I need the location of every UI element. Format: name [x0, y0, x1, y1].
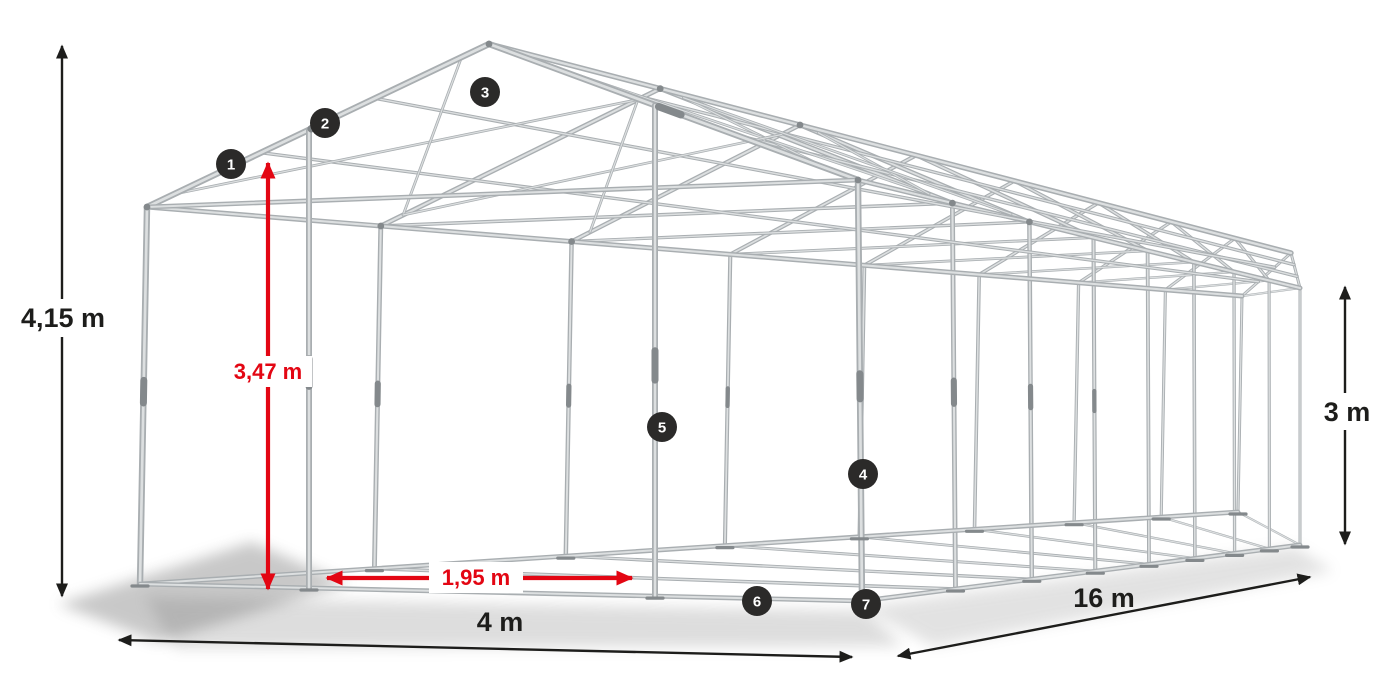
joint-connector	[377, 222, 385, 230]
eave-tie-hl	[1241, 287, 1301, 297]
length-arrow	[896, 573, 1312, 660]
total-height-label-bg	[14, 299, 112, 337]
joint-connector	[143, 203, 151, 211]
left-post-hl	[1237, 295, 1243, 513]
eave-tie-hl	[570, 221, 1031, 243]
callout-badge-7[interactable]: 7	[851, 589, 881, 619]
callout-badge-number: 4	[859, 467, 868, 484]
callout-badge-6[interactable]: 6	[742, 586, 772, 616]
shadow-front-left	[58, 542, 348, 642]
callout-badge-number: 3	[481, 85, 489, 102]
dimension-annotations: 4,15 m 3,47 m 1,95 m 3 m 4 m 16 m	[14, 44, 1375, 663]
right-eave-purlin-hl	[856, 178, 1302, 290]
right-post-hl	[1193, 261, 1196, 560]
callout-badge-circle[interactable]	[310, 108, 340, 138]
ridge-beam-hl	[487, 42, 1293, 255]
joint-connector	[854, 176, 862, 184]
right-post-hl	[1233, 271, 1236, 555]
left-rafter-hl	[379, 87, 662, 228]
ground-tie-hl	[565, 555, 1033, 580]
right-rafter-hl	[915, 154, 1095, 239]
callout-badge-5[interactable]: 5	[647, 412, 677, 442]
right-rafter-hl	[1234, 237, 1270, 282]
callout-badges: 1 2 3 4 5 6 7	[216, 77, 881, 619]
roof-brace-hl	[589, 98, 639, 233]
callout-badge-circle[interactable]	[647, 412, 677, 442]
left-eave-purlin-hl	[145, 205, 1244, 298]
left-post-hl	[1160, 289, 1167, 518]
left-rafter-hl	[863, 180, 1016, 267]
callout-badge-circle[interactable]	[851, 589, 881, 619]
entrance-width-label: 1,95 m	[442, 565, 511, 590]
eave-tie-hl	[1077, 271, 1235, 284]
callout-badge-circle[interactable]	[470, 77, 500, 107]
roof-brace-hl	[682, 97, 1012, 215]
joint-connector	[949, 199, 956, 207]
clearance-height-label-bg	[224, 356, 312, 387]
left-post-hl	[1073, 282, 1080, 524]
callout-badge-circle[interactable]	[742, 586, 772, 616]
roof-brace-hl	[817, 132, 930, 195]
shadow-front	[145, 597, 903, 648]
total-height-label: 4,15 m	[21, 303, 105, 333]
callout-badge-2[interactable]: 2	[310, 108, 340, 138]
roof-brace-hl	[173, 98, 639, 195]
callout-badge-number: 7	[862, 597, 870, 614]
joint-connector	[656, 85, 664, 92]
left-ground-sill-hl	[139, 511, 1239, 585]
eave-tie-hl	[978, 261, 1195, 276]
ground-tie-hl	[1073, 522, 1236, 555]
callout-badge-number: 5	[658, 420, 666, 437]
eave-tie-hl	[863, 250, 1149, 266]
joint-connector	[485, 40, 493, 48]
right-post-hl	[1146, 250, 1150, 566]
callout-badge-circle[interactable]	[216, 149, 246, 179]
callout-badge-4[interactable]: 4	[848, 459, 878, 489]
right-rafter-hl	[1097, 202, 1195, 263]
roof-brace-hl	[402, 56, 463, 216]
callout-badge-circle[interactable]	[848, 459, 878, 489]
entrance-width-label-bg	[429, 562, 523, 593]
callout-badge-1[interactable]: 1	[216, 149, 246, 179]
roof-purlin-left-hl	[260, 151, 1260, 283]
eave-tie-hl	[729, 236, 1095, 256]
side-height-label: 3 m	[1324, 397, 1371, 427]
joint-connector	[1026, 218, 1033, 226]
joint-connector	[568, 238, 575, 245]
ground-tie-hl	[1160, 516, 1271, 550]
right-rafter-hl	[1290, 252, 1301, 289]
ground-tie-hl	[858, 536, 1150, 565]
left-post-hl	[973, 273, 980, 531]
callout-badge-number: 2	[321, 116, 329, 133]
clearance-height-label: 3,47 m	[234, 359, 303, 384]
width-label: 4 m	[477, 607, 524, 637]
callout-badge-number: 6	[753, 594, 761, 611]
side-height-label-bg	[1317, 393, 1375, 430]
length-label: 16 m	[1073, 583, 1135, 613]
steel-frame-structure	[130, 40, 1310, 605]
right-rafter-hl	[1170, 221, 1235, 273]
rafter-coupler	[654, 102, 685, 119]
roof-brace-hl	[402, 133, 783, 216]
callout-badge-number: 1	[227, 157, 235, 174]
ground-tie-hl	[973, 528, 1196, 560]
width-arrow	[117, 634, 854, 663]
joint-connector	[796, 121, 804, 129]
callout-badge-3[interactable]: 3	[470, 77, 500, 107]
